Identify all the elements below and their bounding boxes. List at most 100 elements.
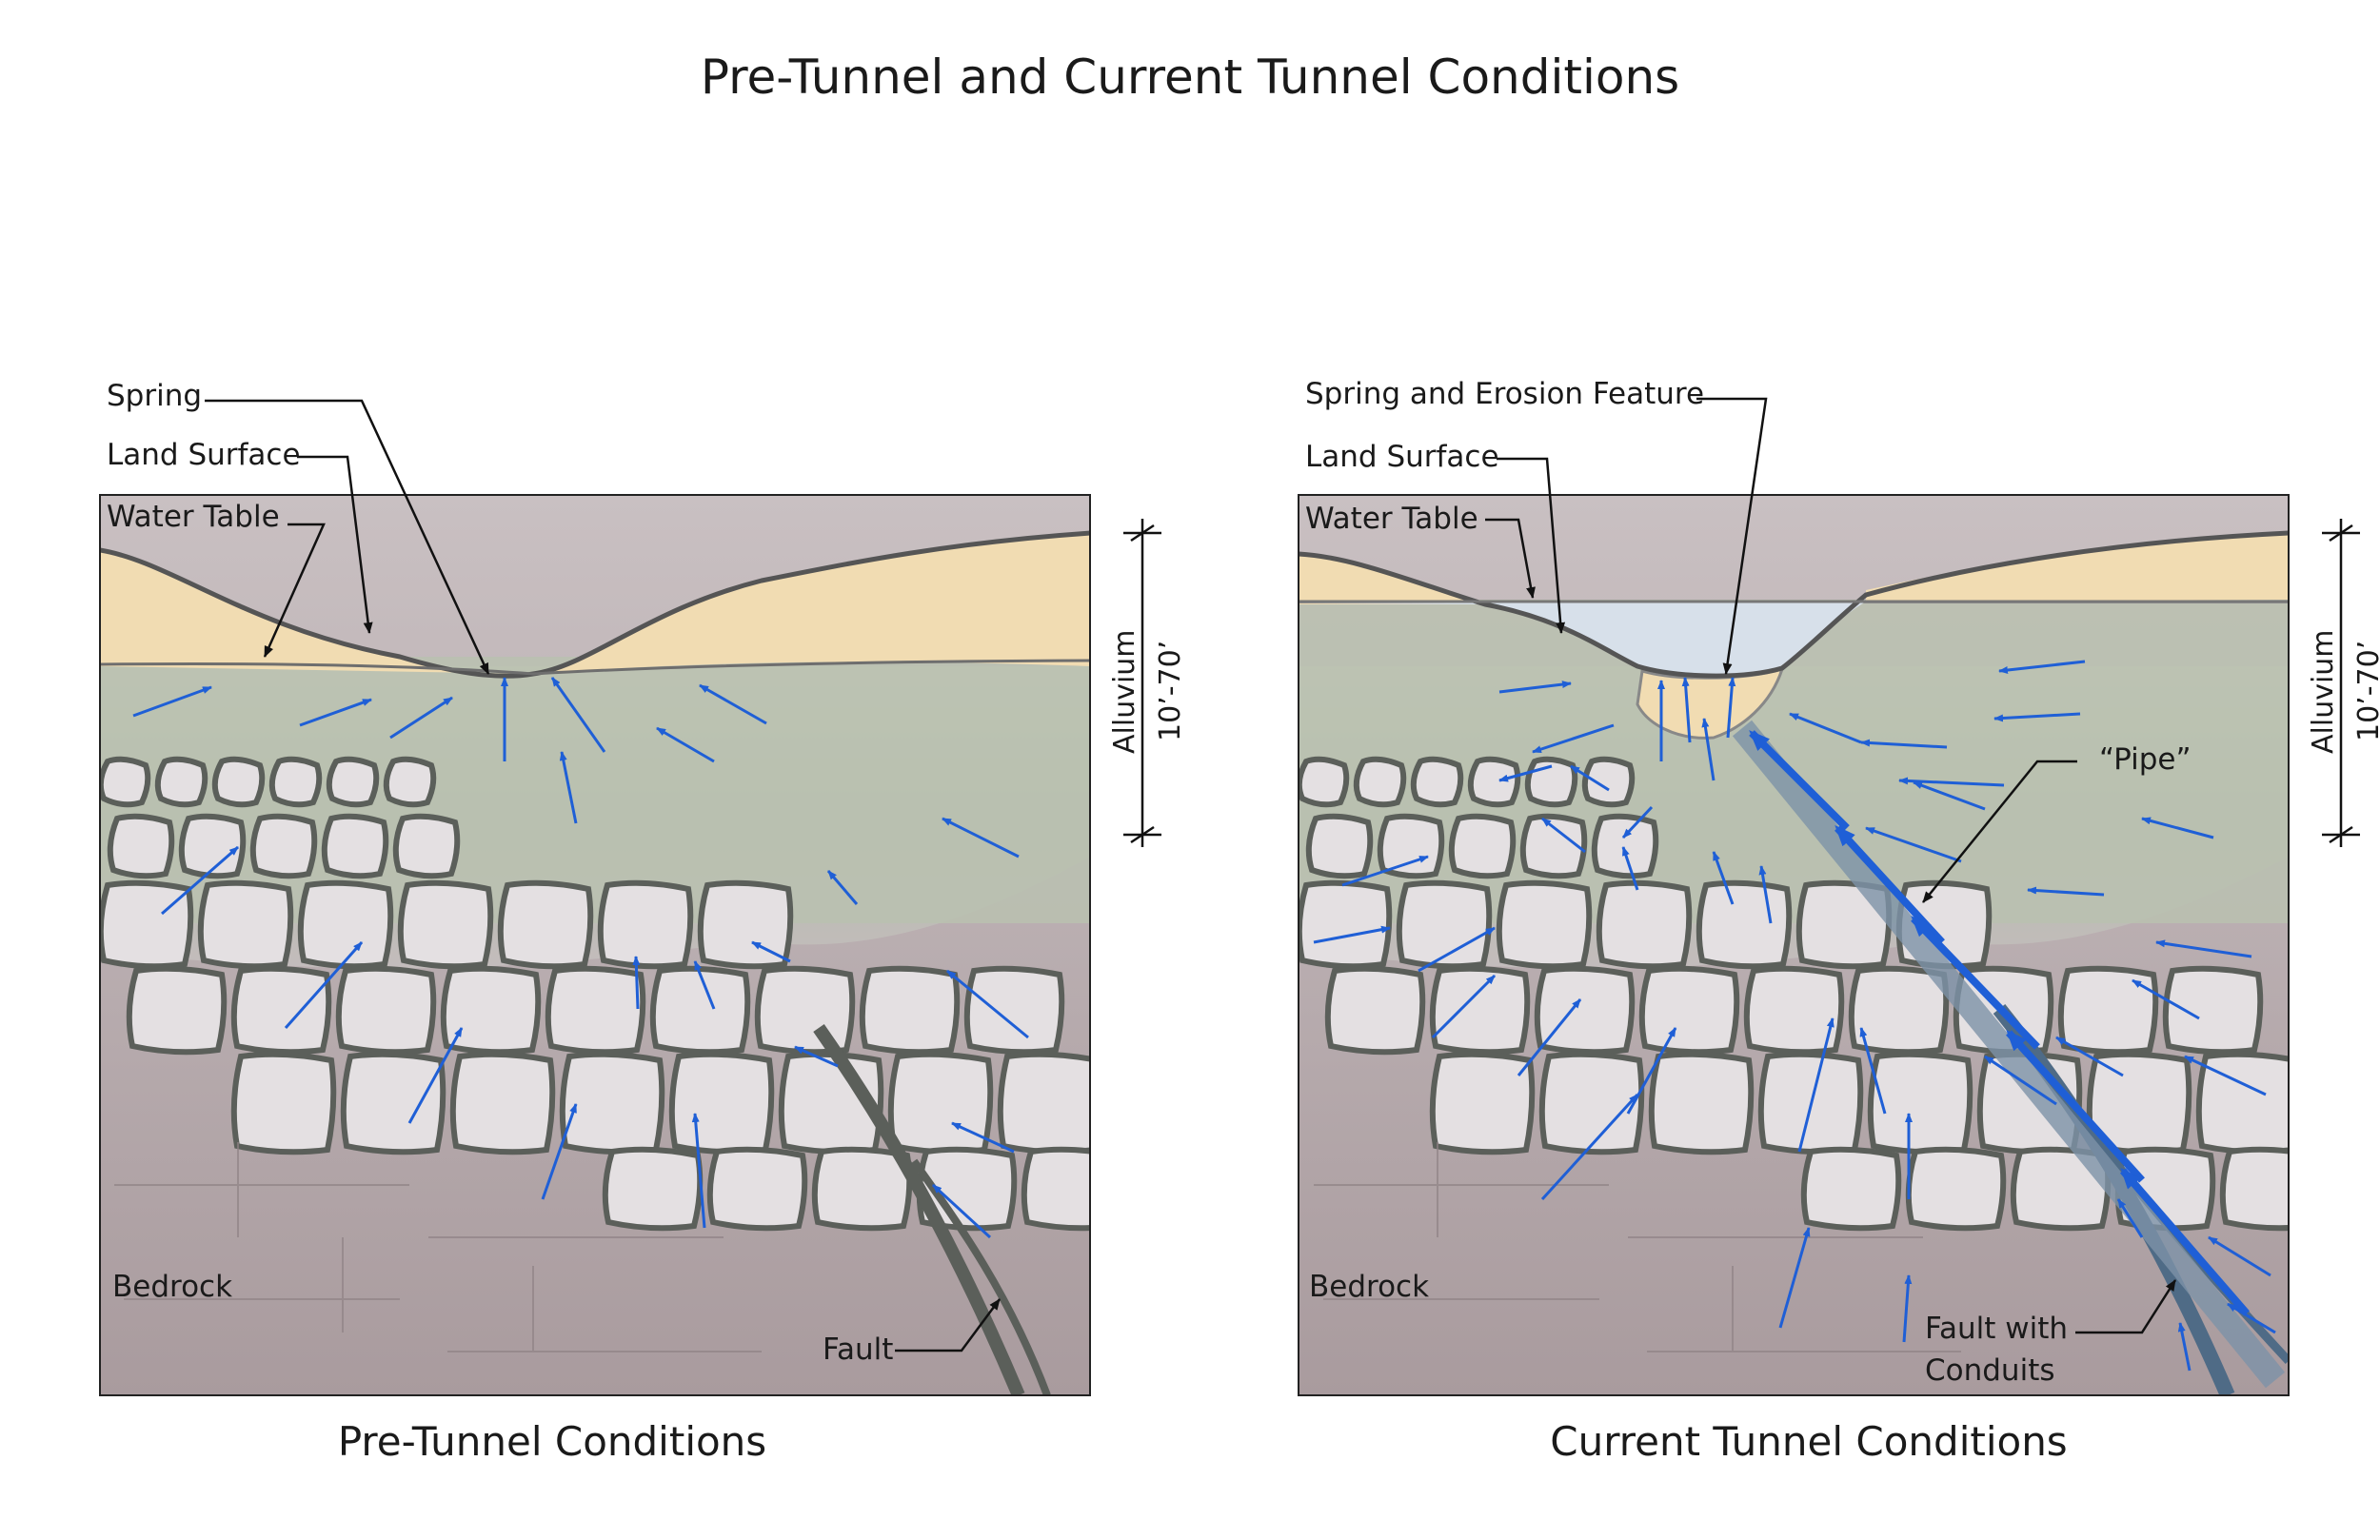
- land-surface-label: Land Surface: [107, 438, 301, 472]
- alluvium-depth-dimension: [1123, 519, 1161, 847]
- spring-label: Spring: [107, 379, 203, 413]
- flow-arrow: [1913, 780, 1986, 811]
- alluvium-depth-dimension: [2322, 519, 2360, 847]
- flow-arrow: [1540, 1093, 1639, 1201]
- leader-lines: [205, 399, 1002, 1352]
- pre-tunnel-panel: [99, 399, 1161, 1396]
- rock-cell: [1538, 1051, 1645, 1155]
- rock-cell: [1867, 1051, 1973, 1155]
- flow-arrow: [691, 1113, 706, 1229]
- panel-border: [99, 494, 1091, 1396]
- rock-cell: [1638, 965, 1740, 1056]
- flow-arrow: [550, 677, 606, 753]
- flow-arrow: [132, 685, 212, 718]
- rock-cell: [1591, 813, 1659, 879]
- rock-cell: [887, 1051, 994, 1155]
- flow-arrow: [1993, 712, 2081, 722]
- rock-cell: [1905, 1146, 2007, 1232]
- flow-arrow: [1681, 677, 1692, 743]
- bedrock-joints: [1314, 1142, 1961, 1352]
- land-surface-label: Land Surface: [1305, 440, 1499, 474]
- flow-arrow: [1859, 1027, 1887, 1115]
- rock-cell: [1519, 813, 1588, 879]
- rock-cell: [1377, 813, 1445, 879]
- fault-label: Fault: [823, 1333, 894, 1367]
- rock-cell: [668, 1051, 775, 1155]
- pre-tunnel-caption: Pre-Tunnel Conditions: [337, 1418, 767, 1465]
- depth-range-label: 10’-70’: [1154, 640, 1187, 741]
- flow-arrow: [1726, 677, 1736, 739]
- flow-arrow: [1418, 926, 1496, 973]
- spring-erosion-label: Spring and Erosion Feature: [1305, 377, 1705, 411]
- rock-cell: [497, 879, 594, 970]
- rock-cell: [249, 813, 318, 879]
- flow-arrow: [1902, 1274, 1913, 1343]
- flow-arrow: [407, 1027, 464, 1124]
- pipe-flow-arrows: [1749, 730, 2251, 1316]
- rock-cell: [1396, 879, 1493, 970]
- flow-arrow: [751, 940, 791, 963]
- rock-cell: [211, 756, 266, 808]
- groundwater-flow-arrows: [1313, 660, 2276, 1372]
- flow-arrow: [2177, 1322, 2192, 1372]
- flow-arrow: [2227, 1302, 2276, 1334]
- flow-arrow: [1860, 739, 1948, 749]
- rock-cell: [230, 965, 332, 1056]
- flow-arrow: [826, 870, 859, 905]
- flow-arrow: [656, 726, 715, 763]
- rock-cell: [397, 879, 494, 970]
- flow-arrow: [1712, 851, 1735, 905]
- flow-arrow: [1797, 1017, 1835, 1153]
- water-table-label: Water Table: [1305, 502, 1478, 536]
- rock-cell: [2195, 1051, 2289, 1155]
- rock-cell: [2219, 1146, 2289, 1232]
- water-table-line: [100, 659, 1090, 676]
- bedrock-label: Bedrock: [112, 1270, 233, 1304]
- rock-cell: [1324, 965, 1426, 1056]
- land-surface-line: [1299, 530, 2289, 679]
- flow-arrow: [299, 698, 372, 727]
- flow-arrow: [2208, 1235, 2271, 1277]
- rock-cell: [545, 965, 646, 1056]
- rock-cell: [597, 879, 694, 970]
- rock-cell: [197, 879, 294, 970]
- flow-arrow: [699, 683, 767, 725]
- flow-arrow: [1570, 764, 1610, 792]
- rock-cell: [107, 813, 175, 879]
- flow-arrow: [951, 1121, 1015, 1154]
- flow-arrow: [2055, 1036, 2124, 1077]
- flow-arrow: [1701, 718, 1716, 781]
- water-table-label: Water Table: [107, 500, 280, 534]
- rock-cell: [1299, 756, 1350, 808]
- leader-lines: [1485, 397, 2177, 1334]
- rock-cell: [126, 965, 228, 1056]
- rock-cell: [392, 813, 461, 879]
- bedrock-label: Bedrock: [1309, 1270, 1430, 1304]
- flow-arrow: [1498, 681, 1572, 694]
- rock-cell: [1743, 965, 1845, 1056]
- rock-cell: [2057, 965, 2159, 1056]
- rock-cell: [440, 965, 542, 1056]
- rock-cell: [449, 1051, 556, 1155]
- rock-cell: [1800, 1146, 1902, 1232]
- rock-cell: [1696, 879, 1793, 970]
- flow-arrow: [1998, 660, 2086, 674]
- flow-arrow: [794, 1045, 839, 1068]
- flow-arrow: [693, 960, 716, 1010]
- rock-cell: [383, 756, 437, 808]
- flow-arrow: [1621, 805, 1654, 839]
- rock-cell: [326, 756, 380, 808]
- rock-cell: [340, 1051, 446, 1155]
- flow-arrow: [2141, 817, 2214, 839]
- flow-arrow: [1621, 846, 1639, 891]
- flow-arrow: [1341, 855, 1429, 887]
- current-tunnel-panel: [1298, 397, 2360, 1396]
- flow-arrow: [2027, 886, 2105, 897]
- rock-cell: [1429, 965, 1531, 1056]
- rock-cell: [963, 965, 1065, 1056]
- flow-arrow: [1865, 826, 1962, 863]
- panel-border: [1298, 494, 2290, 1396]
- rock-cell: [1848, 965, 1950, 1056]
- flow-arrow: [2132, 978, 2200, 1020]
- rock-cell: [100, 879, 194, 970]
